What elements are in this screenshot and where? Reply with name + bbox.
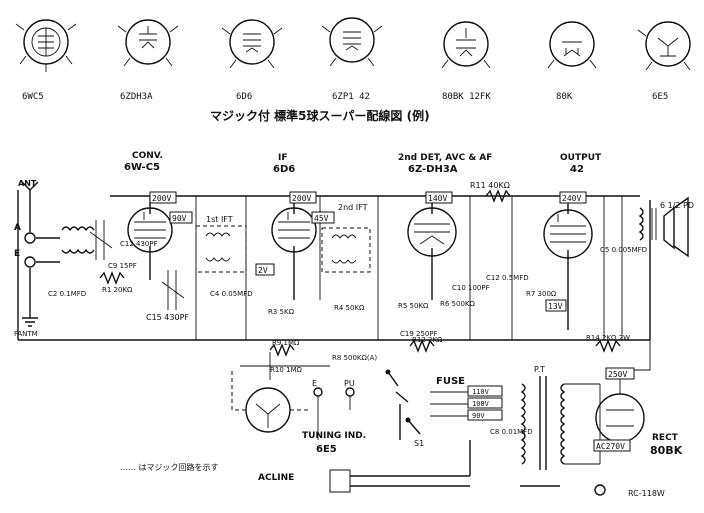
tube-output: [543, 209, 593, 259]
voltage-240v: 240V: [562, 194, 581, 203]
label-c9: C9 15PF: [108, 262, 137, 270]
voltage-90v: 90V: [172, 214, 187, 223]
stage-tuning-tube: 6E5: [316, 444, 337, 455]
label-c12: C12 430PF: [120, 240, 158, 248]
antenna-terminal: [24, 232, 36, 244]
pinout-80k: [547, 21, 597, 69]
pinout-label-80k: 80K: [556, 92, 573, 102]
signal-tubes: [127, 207, 593, 259]
label-fantm: FANTM: [14, 330, 38, 338]
voltage-ac270v: AC270V: [596, 442, 625, 451]
label-ift1: 1st IFT: [206, 215, 233, 224]
footer-note: …… はマジック回路を示す: [120, 462, 219, 472]
label-c15: C15 430PF: [146, 313, 189, 322]
tap-90v: [467, 409, 503, 421]
label-r6: R6 500KΩ: [440, 300, 475, 308]
label-r12: R12 2KΩ: [412, 336, 443, 344]
pinout-label-6d6: 6D6: [236, 92, 252, 102]
stage-output-tube: 42: [570, 164, 584, 175]
rectifier-tube: [595, 393, 645, 443]
voltage-250v: 250V: [608, 370, 627, 379]
label-a: A: [14, 223, 21, 233]
label-earth: E: [312, 379, 317, 388]
voltage-2v: 2V: [258, 266, 268, 275]
label-r14: R14 2KΩ 2W: [586, 334, 630, 342]
label-r9: R9 1MΩ: [272, 339, 300, 347]
stage-rect-title: RECT: [652, 433, 679, 443]
label-fuse: FUSE: [436, 376, 465, 387]
tap-100v: [467, 397, 503, 409]
label-tap-90: 90V: [472, 412, 485, 420]
label-tap-100: 100V: [472, 400, 490, 408]
label-r4: R4 50KΩ: [334, 304, 365, 312]
label-speaker: 6 1/2 PD: [660, 201, 694, 210]
label-c5: C5 0.005MFD: [600, 246, 647, 254]
label-ift2: 2nd IFT: [338, 203, 368, 212]
earth-terminal: [24, 256, 36, 268]
pinout-6d6: [221, 19, 283, 69]
label-c8: C8 0.01MFD: [490, 428, 533, 436]
label-r7: R7 300Ω: [526, 290, 557, 298]
stage-output-title: OUTPUT: [560, 153, 602, 163]
voltage-labels: 200V 90V 200V 45V 2V 140V 240V 13V 250V …: [149, 191, 635, 452]
label-e: E: [14, 249, 20, 259]
label-c4: C4 0.05MFD: [210, 290, 253, 298]
terminal-labels: ANT A E FANTM ACLINE FUSE S1 PU E P.T 6 …: [14, 179, 694, 483]
label-c12b: C12 0.5MFD: [486, 274, 529, 282]
stage-det-tube: 6Z-DH3A: [408, 164, 458, 175]
component-labels: 1st IFT 2nd IFT R11 40KΩ C9 15PF C12 430…: [48, 181, 665, 498]
pinout-6e5: [637, 21, 691, 71]
top-tube-pinouts: 6WC5 6ZDH3A 6D6 6ZP1 42: [15, 17, 691, 102]
voltage-45v: 45V: [314, 214, 329, 223]
label-pu: PU: [344, 379, 355, 388]
stage-if-title: IF: [278, 153, 288, 163]
ift2-can: [321, 227, 371, 273]
label-r1: R1 20KΩ: [102, 286, 133, 294]
label-r3: R3 5KΩ: [268, 308, 295, 316]
pinout-6zp1-42: [321, 17, 383, 67]
label-acline: ACLINE: [258, 473, 294, 483]
pinout-80bk: [441, 21, 491, 69]
tube-if: [271, 207, 317, 253]
stage-if-tube: 6D6: [273, 164, 295, 175]
label-c2: C2 0.1MFD: [48, 290, 86, 298]
speaker-icon: [663, 206, 675, 250]
label-tap-110: 110V: [472, 388, 490, 396]
pinout-label-80bk: 80BK 12FK: [442, 92, 491, 102]
tap-110v: [467, 385, 503, 397]
stage-det-title: 2nd DET, AVC & AF: [398, 153, 492, 163]
label-pt: P.T: [534, 365, 545, 374]
label-r5: R5 50KΩ: [398, 302, 429, 310]
pinout-label-6wc5: 6WC5: [22, 92, 44, 102]
label-s1: S1: [414, 439, 424, 448]
stage-conv-tube: 6W-C5: [124, 162, 160, 173]
stage-tuning-title: TUNING IND.: [302, 431, 366, 441]
stage-rect-tube: 80BK: [650, 444, 683, 457]
tube-det: [407, 207, 457, 257]
pinout-label-6zdh3a: 6ZDH3A: [120, 92, 153, 102]
pinout-label-6zp1-42: 6ZP1 42: [332, 92, 370, 102]
ift1-can: [195, 225, 247, 273]
voltage-13v: 13V: [548, 302, 563, 311]
ac-plug: [329, 469, 351, 493]
label-ant: ANT: [18, 179, 37, 188]
label-r8: R8 500KΩ(A): [332, 354, 377, 362]
wiring: [17, 181, 689, 496]
label-r10: R10 1MΩ: [270, 366, 302, 374]
voltage-140v: 140V: [428, 194, 447, 203]
pinout-6zdh3a: [117, 19, 179, 67]
voltage-200v-b: 200V: [292, 194, 311, 203]
pinout-label-6e5: 6E5: [652, 92, 668, 102]
page-title: マジック付 標準5球スーパー配線図 (例): [210, 108, 430, 123]
tube-conv: [127, 207, 173, 253]
label-c19: C19 250PF: [400, 330, 438, 338]
label-c10: C10 100PF: [452, 284, 490, 292]
label-transformer: RC-118W: [628, 489, 665, 498]
voltage-200v-a: 200V: [152, 194, 171, 203]
stage-conv-title: CONV.: [132, 151, 163, 161]
label-vol: R11 40KΩ: [470, 181, 510, 190]
pinout-6wc5: [15, 19, 77, 72]
